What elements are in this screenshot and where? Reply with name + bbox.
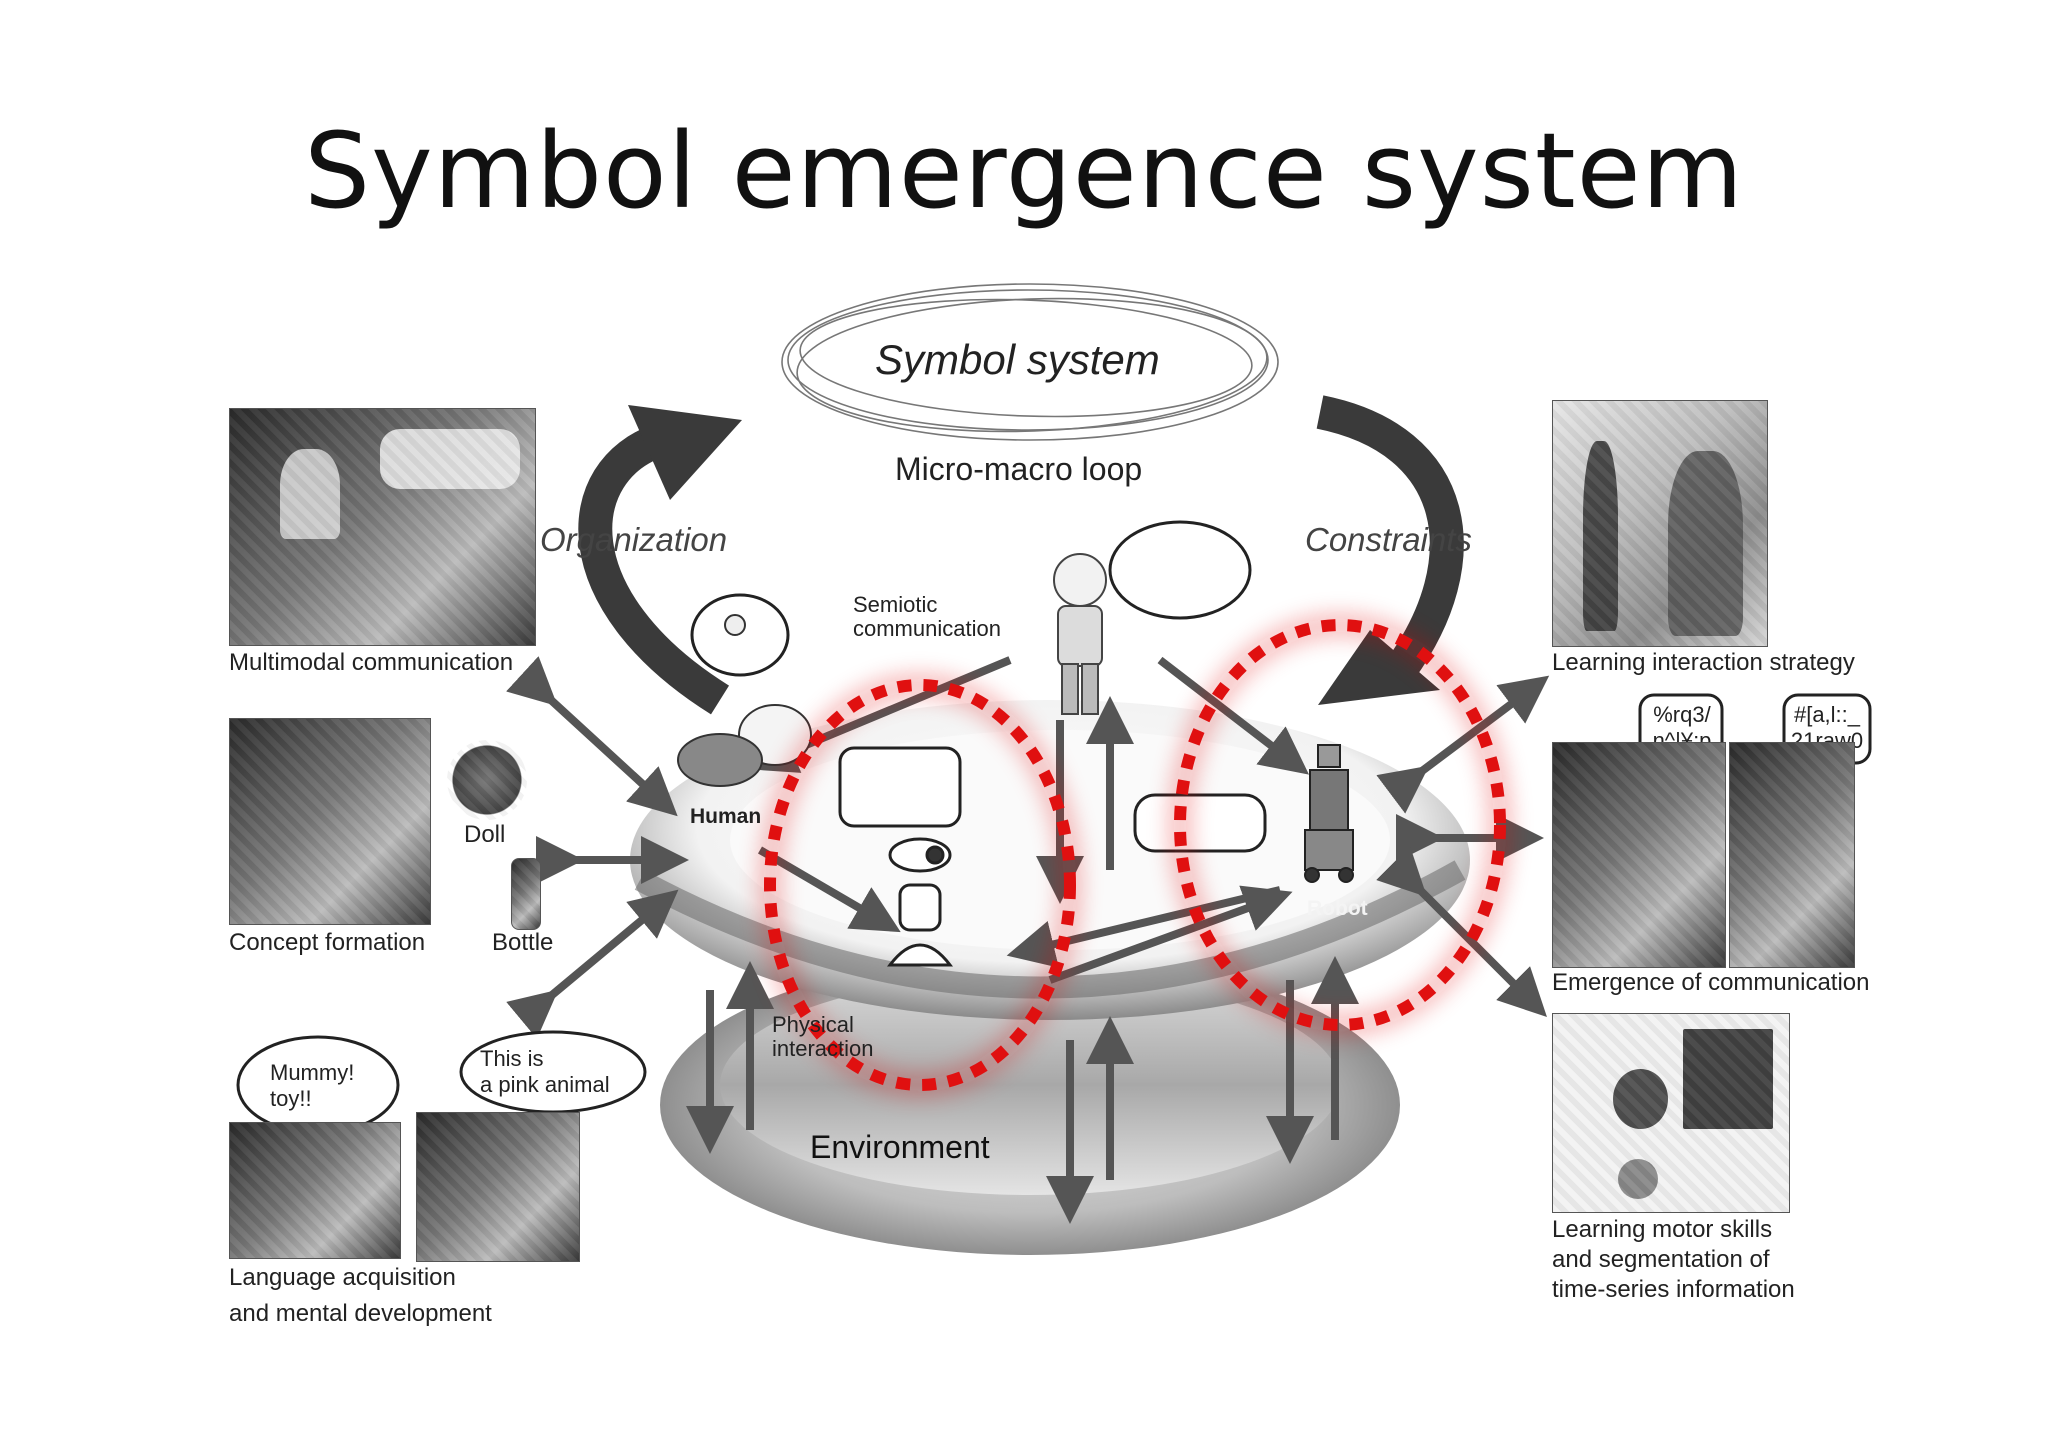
interaction-arrows — [686, 656, 1359, 1224]
multimodal-communication-label: Multimodal communication — [229, 649, 514, 676]
highlight-circle-robot — [1174, 619, 1506, 1031]
center-robot-figure — [886, 837, 954, 967]
doll-label: Doll — [464, 821, 506, 848]
mummy-bubble-text: Mummy! toy!! — [270, 1060, 355, 1111]
robot-utterance-a: %rq3/ n^|¥;p — [1652, 702, 1712, 753]
language-child-photo — [229, 1122, 401, 1259]
emergence-robot-b-photo — [1729, 742, 1855, 968]
micro-macro-loop-label: Micro-macro loop — [895, 451, 1143, 487]
learning-motor-skills-label: Learning motor skills and segmentation o… — [1552, 1216, 1795, 1303]
physical-interaction-label: Physical interaction — [772, 1012, 874, 1061]
bottle-image — [511, 858, 541, 930]
emergence-of-communication-label: Emergence of communication — [1552, 969, 1870, 996]
child-figure — [1053, 553, 1107, 715]
slide-title: Symbol emergence system — [304, 110, 1744, 232]
organization-label: Organization — [540, 521, 728, 558]
emergence-robot-a-photo — [1552, 742, 1726, 968]
environment-label: Environment — [810, 1129, 990, 1165]
language-robot-photo — [416, 1112, 580, 1262]
center-bubbles — [690, 520, 1267, 853]
concept-formation-photo — [229, 718, 431, 925]
organization-arrowhead — [628, 405, 742, 500]
semiotic-communication-label: Semiotic communication — [853, 592, 1001, 641]
language-acquisition-label: Language acquisition and mental developm… — [229, 1264, 492, 1327]
concept-formation-label: Concept formation — [229, 929, 426, 956]
highlight-circles — [764, 619, 1506, 1091]
doll-image — [447, 740, 527, 820]
human-label: Human — [690, 805, 762, 828]
constraints-label: Constraints — [1305, 521, 1472, 558]
constraints-arrow — [1316, 395, 1464, 680]
learning-interaction-photo — [1552, 400, 1768, 647]
learning-interaction-label: Learning interaction strategy — [1552, 649, 1855, 676]
robot-label: Robot — [1307, 897, 1368, 920]
symbol-system-label: Symbol system — [875, 336, 1160, 383]
highlight-circle-physical — [764, 679, 1076, 1091]
pink-animal-bubble-text: This is a pink animal — [480, 1046, 610, 1097]
learning-motor-illustration — [1552, 1013, 1790, 1213]
right-robot-figure — [1304, 744, 1354, 883]
multimodal-communication-photo — [229, 408, 536, 646]
symbol-system-rings — [781, 283, 1279, 441]
bottle-label: Bottle — [492, 929, 554, 956]
